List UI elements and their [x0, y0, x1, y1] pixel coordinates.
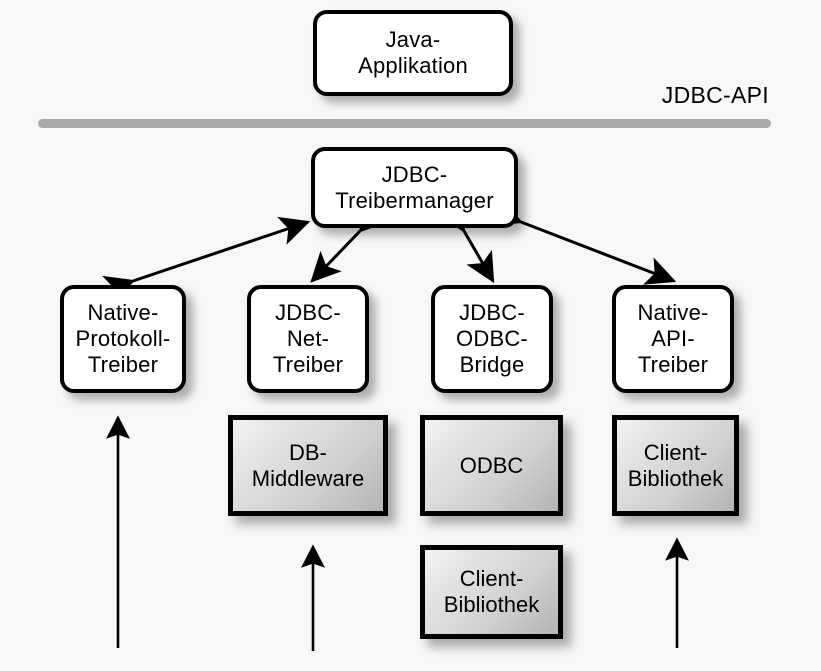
node-native-protocol-driver-label: Native- Protokoll- Treiber	[75, 300, 171, 377]
connector-manager-native-protocol	[102, 216, 311, 304]
node-jdbc-driver-manager-label: JDBC- Treibermanager	[335, 161, 494, 213]
connector-manager-jdbc-odbc	[437, 199, 495, 284]
node-db-middleware[interactable]: DB- Middleware	[228, 415, 388, 516]
jdbc-api-separator-bar	[38, 119, 771, 128]
node-client-library-native-api-label: Client- Bibliothek	[627, 439, 724, 491]
node-client-library-native-api[interactable]: Client- Bibliothek	[612, 415, 739, 516]
node-java-application-label: Java- Applikation	[358, 27, 468, 78]
node-odbc[interactable]: ODBC	[420, 415, 563, 516]
connector-manager-native-api	[489, 198, 677, 285]
node-java-application[interactable]: Java- Applikation	[313, 10, 513, 96]
node-jdbc-odbc-bridge[interactable]: JDBC- ODBC- Bridge	[431, 285, 553, 393]
node-client-library-odbc[interactable]: Client- Bibliothek	[420, 545, 563, 639]
node-client-library-odbc-label: Client- Bibliothek	[443, 566, 540, 617]
node-odbc-label: ODBC	[459, 452, 524, 478]
node-native-api-driver-label: Native- API- Treiber	[637, 300, 709, 377]
node-jdbc-odbc-bridge-label: JDBC- ODBC- Bridge	[456, 300, 528, 377]
node-jdbc-driver-manager[interactable]: JDBC- Treibermanager	[311, 147, 518, 228]
jdbc-api-label: JDBC-API	[661, 82, 769, 108]
connector-manager-jdbc-net	[310, 200, 390, 283]
node-db-middleware-label: DB- Middleware	[251, 439, 365, 491]
node-native-protocol-driver[interactable]: Native- Protokoll- Treiber	[60, 285, 186, 393]
node-jdbc-net-driver-label: JDBC- Net- Treiber	[272, 300, 344, 377]
node-jdbc-net-driver[interactable]: JDBC- Net- Treiber	[247, 285, 369, 393]
node-native-api-driver[interactable]: Native- API- Treiber	[612, 285, 734, 393]
